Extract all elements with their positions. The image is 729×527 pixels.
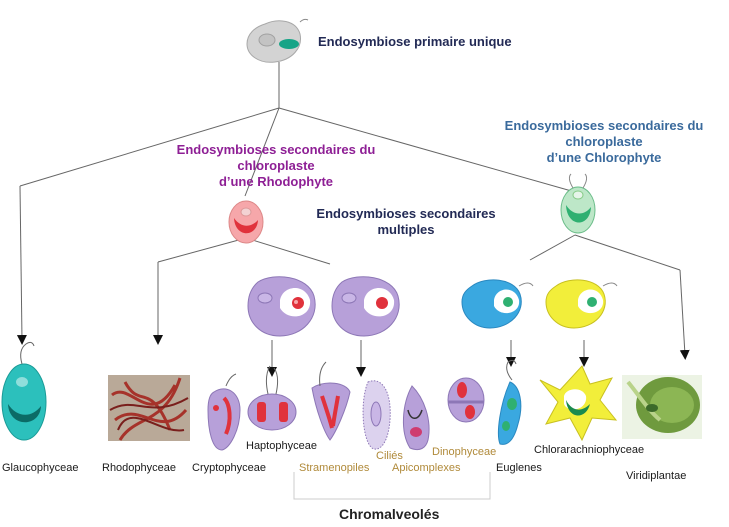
apicomplexan-cell bbox=[402, 385, 430, 451]
label-haptophyceae: Haptophyceae bbox=[246, 440, 317, 452]
purple-host-cell-right bbox=[331, 276, 400, 337]
label-stramenopiles: Stramenopiles bbox=[299, 462, 370, 474]
label-viridiplantae: Viridiplantae bbox=[626, 470, 687, 482]
stramenopile-cell bbox=[311, 361, 351, 441]
label-chlorarachniophyceae: Chlorarachniophyceae bbox=[534, 444, 645, 456]
chlorarachniophyceae-cell bbox=[539, 365, 618, 442]
primary-host-cell bbox=[246, 18, 309, 63]
multiple-secondary-heading: Endosymbioses secondaires multiples bbox=[316, 206, 496, 237]
label-chromalveoles: Chromalveolés bbox=[339, 506, 440, 522]
cryptophyceae-cell bbox=[207, 373, 241, 451]
primary-endosymbiosis-heading: Endosymbiose primaire unique bbox=[318, 34, 512, 49]
viridiplantae-photo bbox=[622, 375, 702, 439]
rhodophyte-secondary-heading: Endosymbioses secondaires du chloroplast… bbox=[176, 142, 376, 189]
label-cryptophyceae: Cryptophyceae bbox=[192, 462, 266, 474]
green-algal-cell bbox=[560, 173, 596, 234]
dinophyceae-cell bbox=[447, 377, 485, 423]
purple-host-cell-left bbox=[247, 276, 316, 337]
connector-lines bbox=[16, 62, 690, 377]
label-glaucophyceae: Glaucophyceae bbox=[2, 462, 79, 474]
ciliate-cell bbox=[362, 380, 391, 450]
haptophyceae-cell bbox=[247, 365, 297, 431]
yellow-host-cell bbox=[545, 279, 618, 329]
blue-host-cell bbox=[461, 279, 534, 329]
red-algal-cell bbox=[228, 200, 264, 244]
label-euglenes: Euglenes bbox=[496, 462, 542, 474]
glaucophyceae-cell bbox=[1, 341, 47, 441]
label-cilies: Ciliés bbox=[376, 450, 403, 462]
label-apicomplexes: Apicomplexes bbox=[392, 462, 461, 474]
euglena-cell bbox=[497, 359, 522, 445]
label-dinophyceae: Dinophyceae bbox=[432, 446, 497, 458]
label-rhodophyceae: Rhodophyceae bbox=[102, 462, 177, 474]
rhodophyceae-photo bbox=[108, 375, 190, 441]
chlorophyte-secondary-heading: Endosymbioses secondaires du chloroplast… bbox=[504, 118, 704, 165]
chromalveoles-bracket bbox=[293, 472, 491, 500]
